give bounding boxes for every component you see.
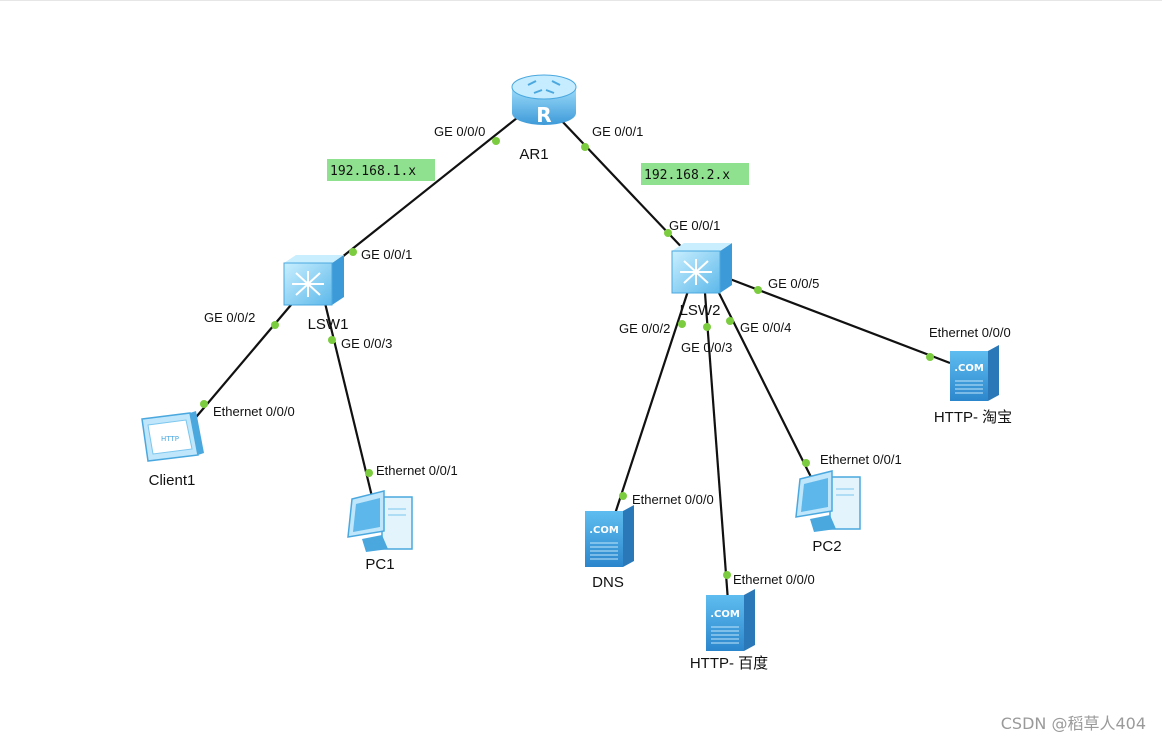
port-label-baidu-eth: Ethernet 0/0/0 [733,572,815,587]
device-label-pc1: PC1 [365,556,394,573]
port-label-dns-eth: Ethernet 0/0/0 [632,492,714,507]
port-label-lsw2-ge002: GE 0/0/2 [619,321,670,336]
link-lsw2-dns [610,290,690,524]
link-lsw1-pc1 [323,302,377,510]
port-label-ar1-ge000: GE 0/0/0 [434,124,485,139]
server-icon-text: .COM [589,525,619,536]
client-client1[interactable]: HTTP Client1 [141,411,204,489]
device-label-client1: Client1 [149,472,196,489]
port-dot [678,320,686,328]
device-label-lsw1: LSW1 [308,316,349,333]
port-label-lsw1-ge001: GE 0/0/1 [361,247,412,262]
pc-icon [795,470,861,532]
port-dot [619,492,627,500]
server-http-baidu[interactable]: .COM HTTP- 百度 [690,589,768,672]
port-dot [703,323,711,331]
port-dot [200,400,208,408]
port-dot [365,469,373,477]
network-label-right: 192.168.2.x [641,163,749,185]
port-label-pc1-eth: Ethernet 0/0/1 [376,463,458,478]
port-label-client1-eth: Ethernet 0/0/0 [213,404,295,419]
server-icon: .COM [706,589,755,651]
port-dot [664,229,672,237]
port-dot [581,143,589,151]
port-label-lsw2-ge005: GE 0/0/5 [768,276,819,291]
device-label-http-taobao: HTTP- 淘宝 [934,409,1012,426]
http-client-icon: HTTP [141,411,204,462]
port-label-taobao-eth: Ethernet 0/0/0 [929,325,1011,340]
network-label-left: 192.168.1.x [327,159,435,181]
port-dot [271,321,279,329]
port-dot [726,317,734,325]
device-label-http-baidu: HTTP- 百度 [690,655,768,672]
port-label-ar1-ge001: GE 0/0/1 [592,124,643,139]
pc-pc2[interactable]: PC2 [795,470,861,555]
server-icon-text: .COM [954,363,984,374]
router-icon: R [511,74,577,127]
port-label-lsw1-ge003: GE 0/0/3 [341,336,392,351]
router-ar1[interactable]: R AR1 [511,74,577,163]
watermark: CSDN @稻草人404 [1001,714,1146,733]
link-ar1-lsw1 [321,113,523,274]
device-label-pc2: PC2 [812,538,841,555]
switch-lsw2[interactable]: LSW2 [671,243,732,319]
pc-icon [347,490,413,552]
port-label-lsw2-ge003: GE 0/0/3 [681,340,732,355]
server-dns[interactable]: .COM DNS [585,505,634,591]
device-label-dns: DNS [592,574,624,591]
switch-icon [671,243,732,294]
port-dot [328,336,336,344]
port-label-pc2-eth: Ethernet 0/0/1 [820,452,902,467]
client-icon-text: HTTP [161,435,179,443]
pc-pc1[interactable]: PC1 [347,490,413,573]
port-dot [926,353,934,361]
device-label-ar1: AR1 [519,146,548,163]
router-icon-letter: R [536,103,551,127]
switch-icon [283,255,344,306]
port-dot [492,137,500,145]
link-lsw2-baidu [703,292,730,602]
port-label-lsw2-ge001: GE 0/0/1 [669,218,720,233]
network-label-right-text: 192.168.2.x [644,168,730,183]
device-label-lsw2: LSW2 [680,302,721,319]
switch-lsw1[interactable]: LSW1 [283,255,349,333]
port-dot [723,571,731,579]
server-icon-text: .COM [710,609,740,620]
server-icon: .COM [950,345,999,401]
server-icon: .COM [585,505,634,567]
port-dot [802,459,810,467]
port-dot [349,248,357,256]
port-dot [754,286,762,294]
server-http-taobao[interactable]: .COM HTTP- 淘宝 [934,345,1012,426]
network-label-left-text: 192.168.1.x [330,164,416,179]
port-label-lsw1-ge002: GE 0/0/2 [204,310,255,325]
port-label-lsw2-ge004: GE 0/0/4 [740,320,791,335]
